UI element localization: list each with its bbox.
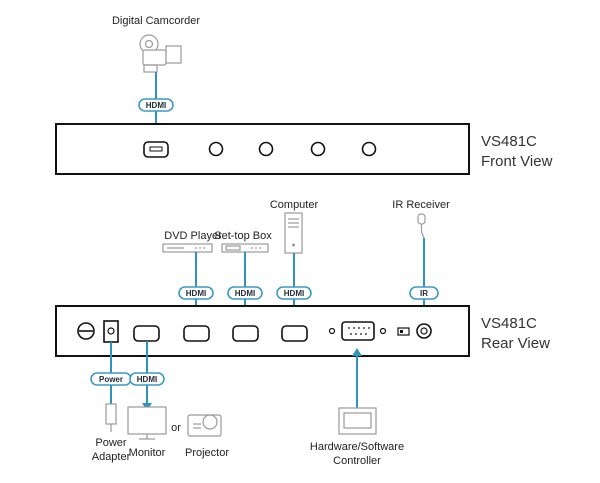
power-switch-icon: [77, 322, 95, 340]
front-hdmi-port-inner: [149, 146, 163, 152]
dvd-hdmi-label: HDMI: [186, 289, 206, 298]
front-button-1: [208, 141, 224, 157]
settop-hdmi-label: HDMI: [235, 289, 255, 298]
dvd-label: DVD Player: [164, 230, 222, 242]
computer-tower-icon: [284, 212, 303, 254]
front-view-label: Front View: [481, 153, 553, 170]
settop-box-icon: [221, 243, 269, 253]
controller-device-icon: [338, 407, 377, 435]
controller-label-1: Hardware/Software: [310, 441, 404, 453]
settop-label: Set-top Box: [214, 230, 272, 242]
computer-hdmi-label: HDMI: [284, 289, 304, 298]
rear-hdmi-in-1-port: [183, 325, 210, 342]
power-adapter-icon: [105, 403, 117, 432]
projector-icon: [187, 414, 222, 437]
rear-view-label: Rear View: [481, 335, 550, 352]
front-model-label: VS481C: [481, 133, 537, 150]
cam-hdmi-label: HDMI: [146, 101, 166, 110]
rear-hdmi-in-3-port: [281, 325, 308, 342]
rs232-port: [328, 321, 387, 341]
power-jack: [103, 320, 119, 343]
camcorder-icon: [139, 34, 182, 73]
or-label: or: [171, 422, 181, 434]
controller-arrow-icon: [352, 348, 362, 356]
ir-receiver-label: IR Receiver: [392, 199, 450, 211]
projector-label: Projector: [185, 447, 229, 459]
camcorder-label: Digital Camcorder: [112, 15, 200, 27]
power-badge-label: Power: [99, 375, 123, 384]
front-button-4: [361, 141, 377, 157]
monitor-hdmi-label: HDMI: [137, 375, 157, 384]
computer-label: Computer: [270, 199, 319, 211]
front-button-3: [310, 141, 326, 157]
rear-hdmi-out-port: [133, 325, 160, 342]
front-button-2: [258, 141, 274, 157]
monitor-icon: [127, 406, 167, 440]
ir-port: [416, 323, 432, 339]
ir-receiver-icon: [417, 213, 426, 239]
ir-badge-label: IR: [420, 289, 428, 298]
monitor-label: Monitor: [129, 447, 166, 459]
rear-model-label: VS481C: [481, 315, 537, 332]
dvd-player-icon: [162, 243, 213, 253]
rear-hdmi-in-2-port: [232, 325, 259, 342]
power-adapter-label-2: Adapter: [92, 451, 131, 463]
dip-switch-icon: [397, 327, 410, 336]
controller-label-2: Controller: [333, 455, 381, 467]
power-adapter-label-1: Power: [95, 437, 127, 449]
